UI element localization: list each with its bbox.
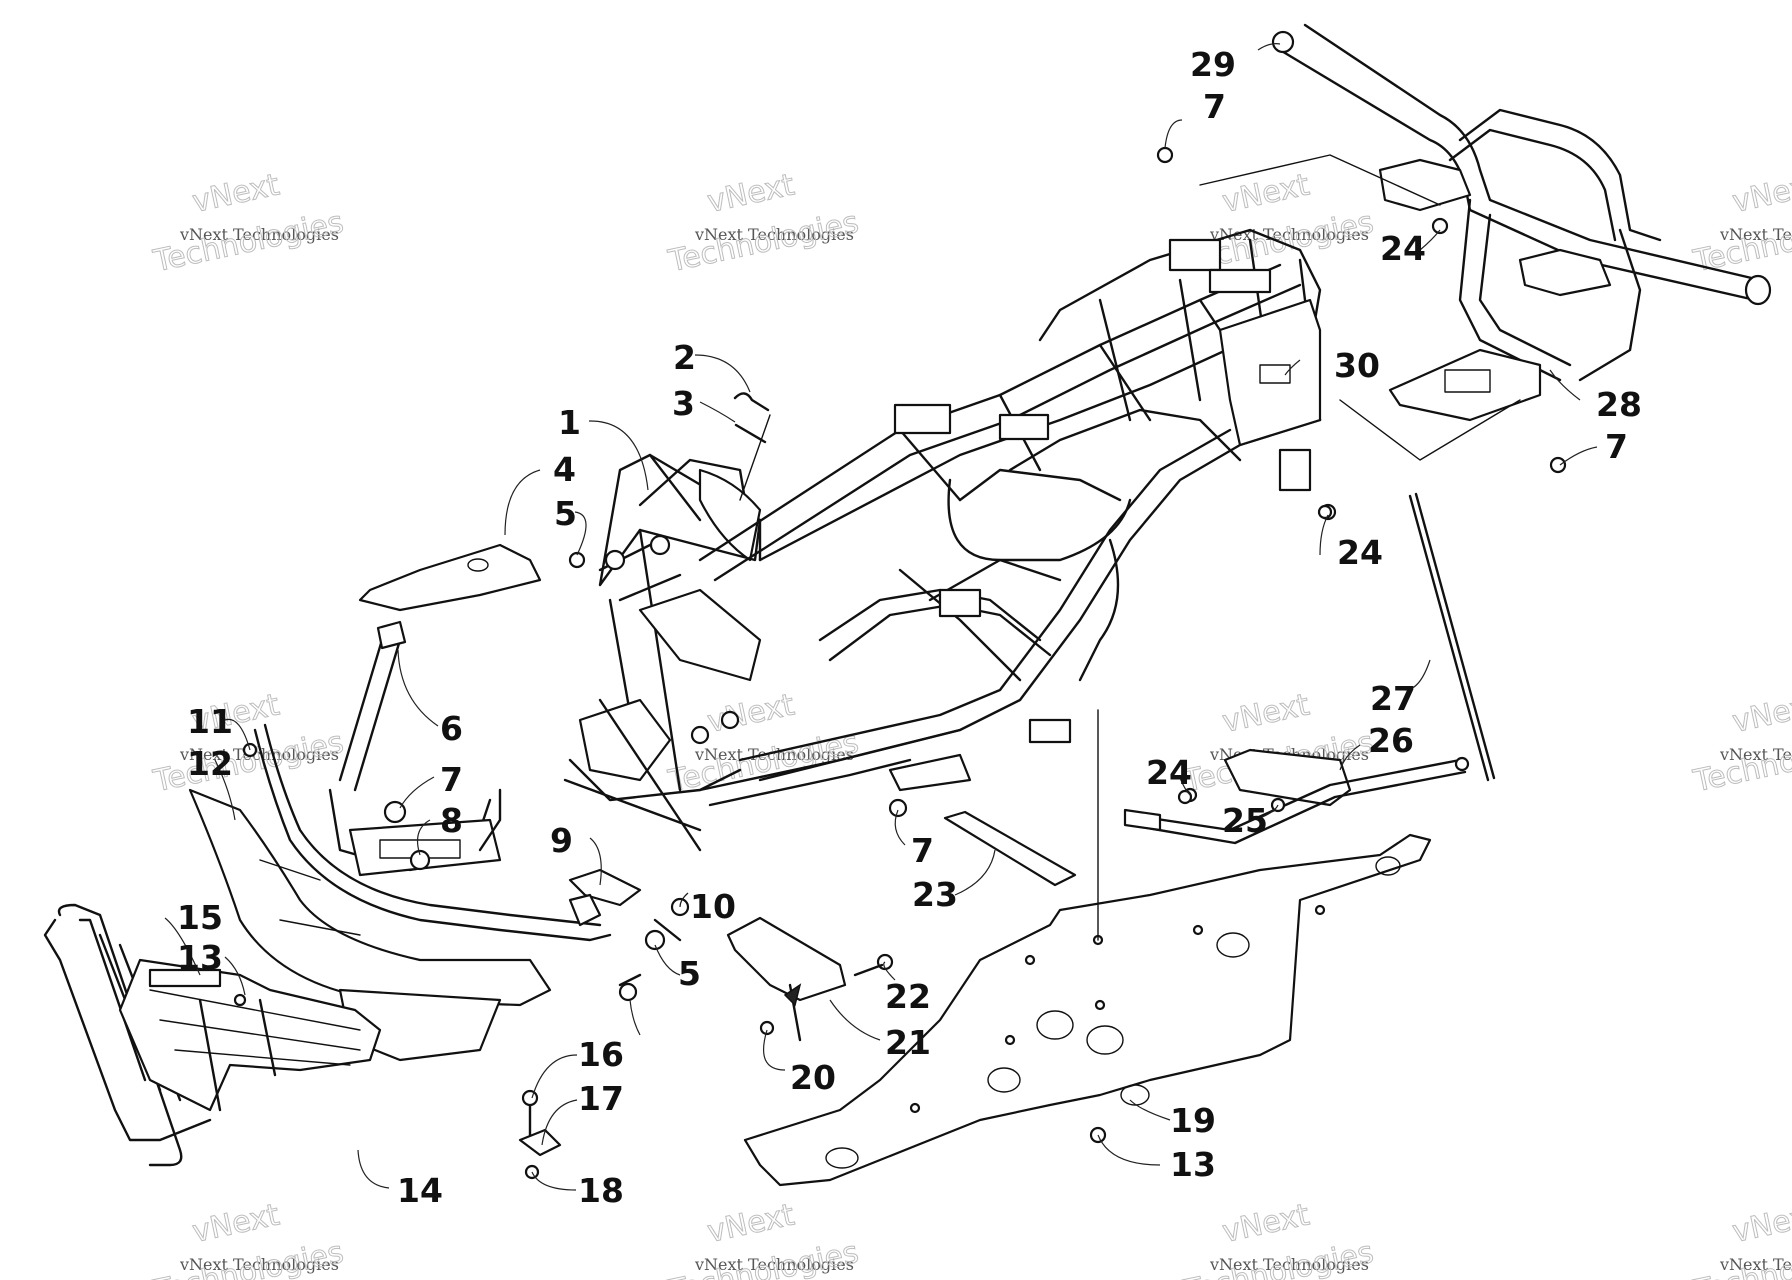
callout-21: 21 (885, 1023, 931, 1062)
watermark-line2: vNext Technologies (1719, 745, 1792, 764)
watermark-line2: vNext Technologies (1719, 1255, 1792, 1274)
callout-24a: 24 (1380, 229, 1426, 268)
watermark-line2: vNext Technologies (1719, 225, 1792, 244)
callout-8: 8 (440, 801, 463, 840)
callout-7a: 7 (1203, 87, 1226, 126)
callout-6: 6 (440, 709, 463, 748)
callout-18: 18 (578, 1171, 624, 1210)
watermark-line1: vNext (1219, 687, 1312, 740)
callout-1: 1 (558, 403, 581, 442)
watermark-line3: Technologies (150, 205, 347, 280)
callout-labels: 1 2 3 4 5 5 5 6 7 7 7 7 7 8 9 10 11 12 1… (177, 45, 1642, 1210)
watermark-line1: vNext (189, 1197, 282, 1250)
callout-22: 22 (885, 977, 931, 1016)
callout-30: 30 (1334, 346, 1380, 385)
callout-10: 10 (690, 887, 736, 926)
watermark-line2: vNext Technologies (1209, 1255, 1369, 1274)
callout-9: 9 (550, 821, 573, 860)
watermark-line3: Technologies (150, 725, 347, 800)
watermark-line1: vNext (1219, 1197, 1312, 1250)
callout-7c: 7 (440, 760, 463, 799)
callout-23: 23 (912, 875, 958, 914)
callout-15: 15 (177, 898, 223, 937)
callout-24c: 24 (1146, 753, 1192, 792)
skid-plate (743, 709, 1432, 1187)
watermark-line1: vNext (189, 167, 282, 220)
callout-7d: 7 (911, 831, 934, 870)
watermark-line1: vNext (1219, 167, 1312, 220)
callout-17: 17 (578, 1079, 624, 1118)
callout-13b: 13 (1170, 1145, 1216, 1184)
watermark-line1: vNext (1729, 687, 1792, 740)
misc-parts (568, 392, 1496, 1042)
watermark-line2: vNext Technologies (694, 745, 854, 764)
watermark-line2: vNext Technologies (694, 225, 854, 244)
watermark-line1: vNext (704, 1197, 797, 1250)
callout-12: 12 (187, 744, 233, 783)
front-assembly (43, 543, 690, 1180)
watermark-line1: vNext (1729, 1197, 1792, 1250)
callout-11: 11 (187, 702, 233, 741)
main-frame (563, 228, 1322, 852)
watermark-line1: vNext (704, 687, 797, 740)
callout-14: 14 (397, 1171, 443, 1210)
watermark-line2: vNext Technologies (179, 225, 339, 244)
callout-29: 29 (1190, 45, 1236, 84)
callout-2: 2 (673, 338, 696, 377)
watermark-line3: Technologies (665, 205, 862, 280)
callout-27: 27 (1370, 679, 1416, 718)
callout-13a: 13 (177, 938, 223, 977)
watermark-line2: vNext Technologies (179, 1255, 339, 1274)
callout-4: 4 (553, 450, 576, 489)
callout-26: 26 (1368, 721, 1414, 760)
callout-20: 20 (790, 1058, 836, 1097)
callout-3: 3 (672, 384, 695, 423)
watermark-line2: vNext Technologies (694, 1255, 854, 1274)
watermark-line1: vNext (1729, 167, 1792, 220)
rear-rack (1156, 23, 1772, 521)
leader-lines (164, 43, 1598, 1191)
watermark-line1: vNext (704, 167, 797, 220)
callout-5b: 5 (678, 954, 701, 993)
callout-16: 16 (578, 1035, 624, 1074)
callout-24b: 24 (1337, 533, 1383, 572)
callout-28: 28 (1596, 385, 1642, 424)
callout-7b: 7 (1605, 427, 1628, 466)
watermark-line2: vNext Technologies (179, 745, 339, 764)
callout-19: 19 (1170, 1101, 1216, 1140)
callout-25: 25 (1222, 801, 1268, 840)
callout-5a: 5 (554, 494, 577, 533)
